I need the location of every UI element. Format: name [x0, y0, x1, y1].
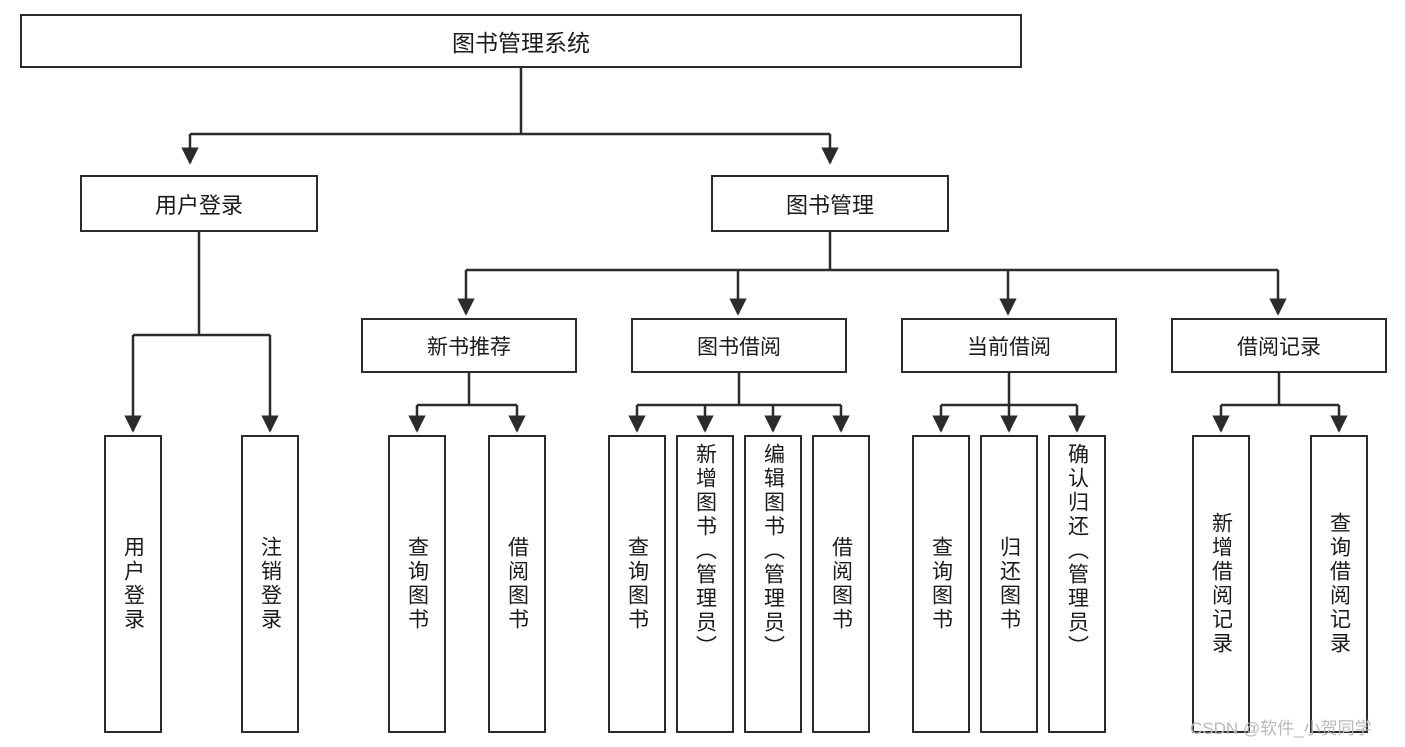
node-book-borrow[interactable]: 图书借阅	[631, 318, 847, 373]
leaf-add-book-admin[interactable]: 新增图书（管理员）	[676, 435, 734, 733]
leaf-query-books-borrow[interactable]: 查询图书	[608, 435, 666, 733]
leaf-borrow-books[interactable]: 借阅图书	[812, 435, 870, 733]
leaf-confirm-return-admin[interactable]: 确认归还（管理员）	[1048, 435, 1106, 733]
leaf-query-books-current[interactable]: 查询图书	[912, 435, 970, 733]
node-borrow-record[interactable]: 借阅记录	[1171, 318, 1387, 373]
leaf-return-books[interactable]: 归还图书	[980, 435, 1038, 733]
node-root-system[interactable]: 图书管理系统	[20, 14, 1022, 68]
leaf-query-books-recommend[interactable]: 查询图书	[388, 435, 446, 733]
node-user-login[interactable]: 用户登录	[80, 175, 318, 232]
leaf-query-borrow-record[interactable]: 查询借阅记录	[1310, 435, 1368, 733]
leaf-borrow-books-recommend[interactable]: 借阅图书	[488, 435, 546, 733]
node-book-management[interactable]: 图书管理	[711, 175, 949, 232]
csdn-watermark: CSDN @软件_小贺同学	[1190, 719, 1372, 738]
leaf-edit-book-admin[interactable]: 编辑图书（管理员）	[744, 435, 802, 733]
leaf-logout[interactable]: 注销登录	[241, 435, 299, 733]
node-current-borrow[interactable]: 当前借阅	[901, 318, 1117, 373]
node-new-book-recommend[interactable]: 新书推荐	[361, 318, 577, 373]
leaf-add-borrow-record[interactable]: 新增借阅记录	[1192, 435, 1250, 733]
leaf-user-login[interactable]: 用户登录	[104, 435, 162, 733]
